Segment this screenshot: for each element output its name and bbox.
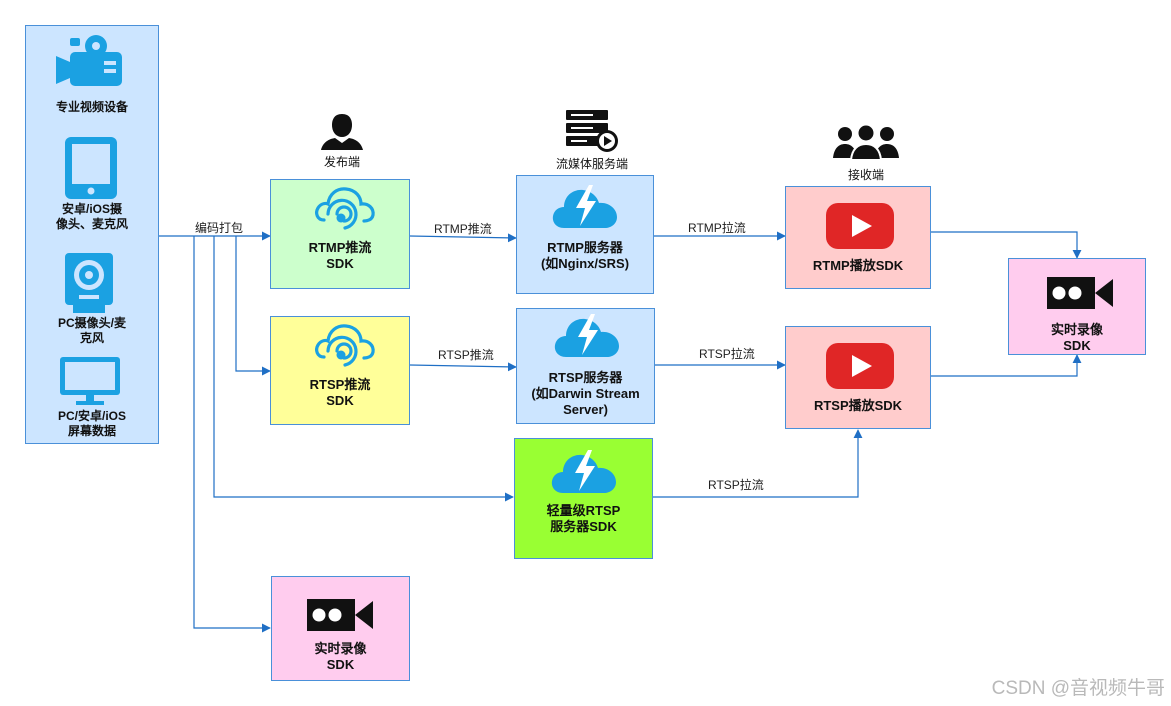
edge-label-rtsp-push: RTSP推流: [438, 348, 494, 362]
record-sdk-right-label: 实时录像 SDK: [1050, 322, 1103, 353]
rtsp-player-sdk-label: RTSP播放SDK: [813, 398, 903, 413]
rtmp-push-sdk-node: [270, 179, 410, 289]
media-server-icon: [566, 110, 618, 152]
source-pc-cam-label: PC摄像头/麦 克风: [57, 316, 126, 345]
rtsp-server-label: RTSP服务器 (如Darwin Stream Server): [531, 370, 640, 417]
rtsp-push-sdk-label: RTSP推流 SDK: [309, 377, 371, 408]
record-sdk-right-node: [1008, 258, 1146, 355]
video-record-icon: [1047, 277, 1113, 309]
user-icon: [321, 114, 363, 150]
record-sdk-bottom-label: 实时录像 SDK: [314, 641, 367, 672]
source-screen-label: PC/安卓/iOS 屏幕数据: [57, 409, 126, 438]
cloud-lightning-icon: [552, 185, 617, 228]
rtsp-push-sdk-node: [270, 316, 410, 425]
section-media-server-label: 流媒体服务端: [555, 157, 628, 171]
video-camera-icon: [56, 35, 122, 86]
rtmp-push-sdk-label: RTMP推流 SDK: [308, 240, 372, 271]
play-button-icon: [826, 343, 894, 389]
tablet-icon: [65, 137, 117, 199]
rtmp-player-sdk-label: RTMP播放SDK: [812, 258, 904, 273]
rtmp-server-label: RTMP服务器 (如Nginx/SRS): [540, 240, 630, 271]
section-publisher-label: 发布端: [323, 155, 360, 169]
edge-to-light-server: [213, 236, 514, 502]
edge-player-to-record-1: [931, 231, 1082, 259]
edge-label-rtmp-push: RTMP推流: [434, 222, 492, 236]
edge-player-to-record-2: [931, 354, 1082, 377]
cloud-lightning-icon: [551, 450, 616, 493]
cloud-push-icon: [315, 187, 375, 230]
user-group-icon: [833, 123, 899, 161]
edge-rtsp-pull-2: [653, 429, 863, 498]
source-pro-device-label: 专业视频设备: [55, 100, 128, 114]
edge-rtsp-push: [409, 362, 517, 372]
edge-to-rtsp-push: [235, 236, 271, 376]
edge-rtmp-push: [409, 233, 517, 243]
edge-label-rtmp-pull: RTMP拉流: [688, 221, 746, 235]
section-receiver-label: 接收端: [847, 168, 884, 182]
cloud-push-icon: [315, 324, 375, 367]
monitor-icon: [60, 357, 120, 405]
edge-label-rtsp-pull-2: RTSP拉流: [708, 478, 764, 492]
cloud-lightning-icon: [554, 314, 619, 357]
watermark: CSDN @音视频牛哥: [991, 678, 1165, 699]
edge-to-record-bottom: [193, 236, 271, 633]
video-record-icon: [307, 599, 373, 631]
light-rtsp-server-sdk-label: 轻量级RTSP 服务器SDK: [546, 503, 621, 534]
play-button-icon: [826, 203, 894, 249]
edge-label-encode: 编码打包: [195, 221, 244, 235]
source-mobile-label: 安卓/iOS摄 像头、麦克风: [55, 202, 128, 231]
webcam-icon: [65, 253, 113, 313]
edge-label-rtsp-pull-1: RTSP拉流: [699, 347, 755, 361]
